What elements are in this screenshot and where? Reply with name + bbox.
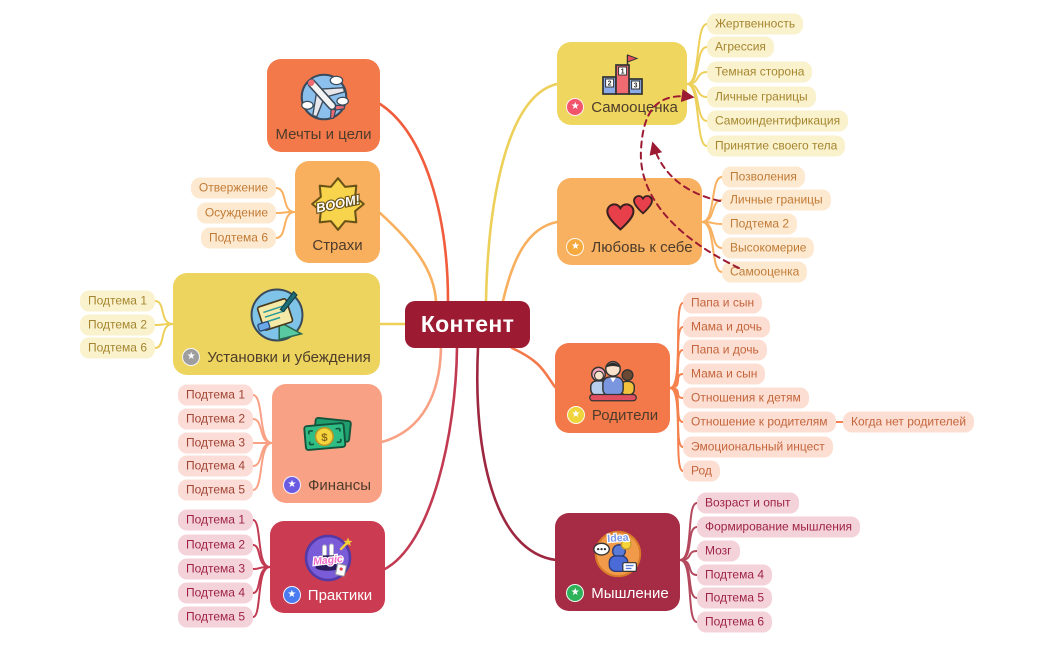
- star-badge[interactable]: ★: [566, 98, 585, 116]
- link-root-thinking: [476, 346, 558, 562]
- subtopic[interactable]: Подтема 6: [200, 227, 276, 249]
- subtopic[interactable]: Подтема 2: [177, 408, 253, 430]
- branch-node-thinking[interactable]: Idea ★ Мышление: [555, 513, 680, 611]
- svg-text:3: 3: [634, 82, 638, 89]
- subtopic[interactable]: Эмоциональный инцест: [683, 436, 833, 458]
- branch-label-beliefs: Установки и убеждения: [207, 348, 371, 366]
- branch-node-dreams[interactable]: Мечты и цели: [267, 59, 380, 152]
- branch-node-practices[interactable]: Magic ★ Практики: [270, 521, 385, 613]
- boom-icon: BOOM!: [307, 170, 369, 237]
- root-node[interactable]: Контент: [405, 301, 530, 348]
- branch-node-selflove[interactable]: ★ Любовь к себе: [557, 178, 702, 265]
- subtopic[interactable]: Подтема 5: [697, 587, 773, 609]
- branch-node-finance[interactable]: $ ★ Финансы: [272, 384, 382, 503]
- branch-node-selfesteem[interactable]: 1 2 3 ★ Самооценка: [557, 42, 687, 125]
- svg-text:Idea: Idea: [606, 532, 628, 545]
- subtopic[interactable]: Подтема 3: [177, 432, 253, 454]
- link-root-dreams: [378, 102, 450, 303]
- subtopic[interactable]: Личные границы: [722, 189, 831, 211]
- branch-label-dreams: Мечты и цели: [275, 126, 372, 143]
- svg-text:$: $: [321, 432, 328, 444]
- star-badge[interactable]: ★: [282, 586, 301, 604]
- subtopic[interactable]: Личные границы: [707, 86, 816, 108]
- subtopic[interactable]: Позволения: [722, 166, 805, 188]
- subtopic[interactable]: Подтема 4: [177, 455, 253, 477]
- subtopic[interactable]: Отвержение: [190, 177, 276, 199]
- links-finance-children: [252, 394, 273, 491]
- idea-icon: Idea: [589, 522, 647, 584]
- subtopic[interactable]: Подтема 5: [177, 479, 253, 501]
- links-thinking-children: [679, 502, 698, 623]
- branch-label-parents: Родители: [591, 406, 659, 424]
- subtopic[interactable]: Отношения к детям: [683, 387, 809, 409]
- branch-node-beliefs[interactable]: ★ Установки и убеждения: [173, 273, 380, 375]
- subtopic[interactable]: Подтема 5: [177, 606, 253, 628]
- subtopic[interactable]: Подтема 2: [722, 213, 798, 235]
- link-root-fears: [378, 211, 438, 303]
- star-badge[interactable]: ★: [283, 476, 301, 494]
- airplane-icon: [295, 68, 353, 126]
- subtopic[interactable]: Мама и сын: [683, 363, 766, 385]
- branch-node-parents[interactable]: ★ Родители: [555, 343, 670, 433]
- subtopic[interactable]: Самооценка: [722, 261, 808, 283]
- subtopic[interactable]: Подтема 4: [177, 582, 253, 604]
- subtopic[interactable]: Папа и сын: [683, 292, 763, 314]
- branch-node-fears[interactable]: BOOM! Страхи: [295, 161, 380, 263]
- links-selfesteem-children: [686, 23, 708, 147]
- subtopic[interactable]: Подтема 1: [79, 290, 155, 312]
- star-badge[interactable]: ★: [566, 584, 585, 602]
- svg-text:1: 1: [621, 68, 625, 75]
- subtopic[interactable]: Мама и дочь: [683, 316, 771, 338]
- branch-label-finance: Финансы: [308, 476, 371, 494]
- subtopic[interactable]: Принятие своего тела: [707, 135, 846, 157]
- svg-text:Magic: Magic: [312, 553, 343, 568]
- link-root-practices: [381, 346, 459, 572]
- subtopic[interactable]: Мозг: [697, 540, 740, 562]
- branch-label-selflove: Любовь к себе: [591, 238, 693, 256]
- magic-icon: Magic: [300, 530, 356, 586]
- subtopic[interactable]: Подтема 2: [79, 314, 155, 336]
- subtopic[interactable]: Темная сторона: [707, 61, 813, 83]
- star-badge[interactable]: ★: [566, 238, 585, 256]
- subtopic[interactable]: Осуждение: [196, 202, 276, 224]
- link-root-parents: [510, 346, 557, 389]
- links-beliefs-children: [154, 300, 174, 349]
- star-badge[interactable]: ★: [182, 348, 201, 366]
- links-practices-children: [252, 519, 271, 618]
- stationery-icon: [244, 282, 310, 348]
- star-badge[interactable]: ★: [566, 406, 585, 424]
- money-icon: $: [296, 393, 358, 476]
- podium-icon: 1 2 3: [596, 51, 648, 98]
- subtopic[interactable]: Отношение к родителям: [683, 411, 836, 433]
- svg-text:2: 2: [608, 80, 612, 87]
- subtopic[interactable]: Род: [683, 460, 720, 482]
- subtopic[interactable]: Когда нет родителей: [843, 411, 975, 433]
- links-fears-children: [275, 187, 296, 239]
- branch-label-fears: Страхи: [312, 237, 363, 254]
- branch-label-practices: Практики: [307, 586, 373, 604]
- link-root-selflove: [501, 220, 559, 303]
- hearts-icon: [601, 187, 659, 238]
- subtopic[interactable]: Папа и дочь: [683, 339, 767, 361]
- branch-label-selfesteem: Самооценка: [591, 98, 678, 116]
- subtopic[interactable]: Высокомерие: [722, 237, 815, 259]
- subtopic[interactable]: Подтема 1: [177, 509, 253, 531]
- links-selflove-children: [701, 176, 723, 273]
- subtopic[interactable]: Самоиндентификация: [707, 110, 849, 132]
- subtopic[interactable]: Подтема 1: [177, 384, 253, 406]
- subtopic[interactable]: Жертвенность: [707, 13, 804, 35]
- subtopic[interactable]: Подтема 4: [697, 564, 773, 586]
- subtopic[interactable]: Подтема 2: [177, 534, 253, 556]
- subtopic[interactable]: Формирование мышления: [697, 516, 861, 538]
- subtopic[interactable]: Подтема 3: [177, 558, 253, 580]
- subtopic[interactable]: Подтема 6: [697, 611, 773, 633]
- subtopic[interactable]: Агрессия: [707, 36, 774, 58]
- root-label: Контент: [420, 311, 515, 337]
- subtopic[interactable]: Возраст и опыт: [697, 492, 799, 514]
- link-root-selfesteem: [484, 82, 559, 303]
- branch-label-thinking: Мышление: [591, 584, 669, 602]
- link-root-finance: [380, 346, 443, 444]
- family-icon: [584, 352, 642, 406]
- subtopic[interactable]: Подтема 6: [79, 337, 155, 359]
